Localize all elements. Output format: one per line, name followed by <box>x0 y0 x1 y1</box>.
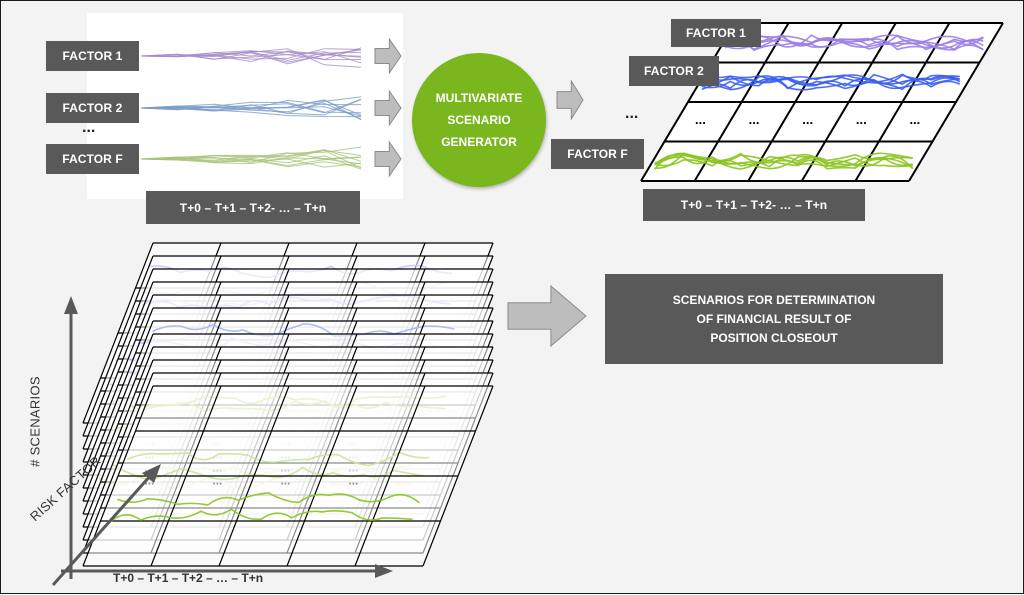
scenario-cube: ........................................… <box>82 242 494 567</box>
factor-2-label: FACTOR 2 <box>46 93 139 123</box>
scenario-layer-col-line <box>354 385 426 567</box>
scenario-path <box>117 491 420 506</box>
factor-f-label: FACTOR F <box>46 144 139 174</box>
factor-strand <box>140 101 362 114</box>
scenario-layer-col-line <box>422 385 494 567</box>
result-line-1: SCENARIOS FOR DETERMINATION <box>672 292 876 307</box>
scenario-grid-col-line <box>800 22 897 182</box>
scenario-layer-col-line <box>82 346 154 528</box>
arrow-generator <box>556 79 584 121</box>
output-factor-1-label: FACTOR 1 <box>671 19 761 47</box>
scenario-layer-col-line <box>82 372 154 554</box>
scenario-grid-col-line <box>640 22 736 182</box>
result-box: SCENARIOS FOR DETERMINATION OF FINANCIAL… <box>605 274 943 364</box>
factor-strand <box>140 96 362 114</box>
time-axis-label-bottom: T+0 – T+1 – T+2 – … – T+n <box>113 571 264 585</box>
scenario-path <box>701 74 961 90</box>
time-axis-label-top: T+0 – T+1 – T+2- … – T+n <box>146 191 360 224</box>
scenario-layer-col-line <box>150 385 222 567</box>
scenario-path <box>724 35 984 51</box>
scenario-layer-col-line <box>82 320 154 502</box>
scenario-layer-col-line <box>82 333 154 515</box>
scenarios-axis-label: # SCENARIOS <box>27 376 43 467</box>
scenario-path <box>701 75 961 90</box>
scenario-layer-col-line <box>218 385 290 567</box>
x-axis-arrowhead <box>375 564 393 578</box>
y-axis-arrowhead <box>64 296 78 314</box>
factor-strand <box>140 158 362 168</box>
scenario-grid-dots: ... <box>749 112 760 127</box>
factor-strand <box>140 102 362 120</box>
scenario-grid-col-line <box>693 22 790 182</box>
factor-strand <box>140 99 362 116</box>
generator-line-3: GENERATOR <box>441 135 517 149</box>
factor-strand <box>140 48 362 60</box>
scenario-layer <box>82 385 494 567</box>
scenario-path <box>654 153 914 170</box>
axes <box>51 296 393 586</box>
arrows <box>374 37 587 348</box>
scenario-path <box>654 153 913 170</box>
factor-strand <box>140 50 362 61</box>
factor-strand <box>140 99 362 116</box>
scenario-grid-col-line <box>908 22 1004 182</box>
scenario-layer-col-line <box>82 242 154 424</box>
scenario-layer-col-line <box>82 359 154 541</box>
risk-axis-arrowhead <box>142 464 161 483</box>
scenario-path <box>701 75 960 91</box>
scenario-grid-dots: ... <box>802 112 813 127</box>
output-factor-2-label: FACTOR 2 <box>629 56 719 86</box>
factor-strand <box>140 49 362 63</box>
factor-strand <box>140 156 362 168</box>
scenario-grid-dots: ... <box>909 112 920 127</box>
result-line-3: POSITION CLOSEOUT <box>710 330 838 345</box>
scenario-grid-dots: ... <box>695 112 706 127</box>
risk-axis-line <box>51 474 153 586</box>
factor-1-label: FACTOR 1 <box>46 41 139 71</box>
output-factor-ellipsis: ... <box>625 105 639 122</box>
scenario-layer-col-line <box>286 385 358 567</box>
arrow-factor-2 <box>374 89 402 127</box>
scenario-path <box>724 35 984 51</box>
scenario-grid-dots: ... <box>856 112 867 127</box>
scenario-grid: ............... <box>640 22 1004 182</box>
factor-ellipsis: ... <box>82 119 96 136</box>
generator-line-1: MULTIVARIATE <box>435 91 523 105</box>
time-axis-label-right: T+0 – T+1 – T+2- … – T+n <box>643 189 865 221</box>
arrow-factor-f <box>374 140 402 178</box>
scenario-path <box>109 508 413 523</box>
result-line-2: OF FINANCIAL RESULT OF <box>696 311 852 326</box>
scenario-generator-circle: MULTIVARIATE SCENARIO GENERATOR <box>412 53 546 187</box>
scenario-layer-col-line <box>82 268 154 450</box>
arrow-factor-1 <box>374 37 402 75</box>
scenario-layer-col-line <box>82 255 154 437</box>
scenario-layer-col-line <box>82 281 154 463</box>
scenario-grid-col-line <box>747 22 844 182</box>
scenario-layer-col-line <box>82 307 154 489</box>
scenario-layer-col-line <box>82 294 154 476</box>
output-factor-f-label: FACTOR F <box>551 139 644 169</box>
factor-strand <box>140 157 362 165</box>
generator-line-2: SCENARIO <box>447 113 511 127</box>
arrow-to-result <box>507 284 587 348</box>
factor-strands <box>140 47 362 170</box>
scenario-path <box>654 152 913 170</box>
